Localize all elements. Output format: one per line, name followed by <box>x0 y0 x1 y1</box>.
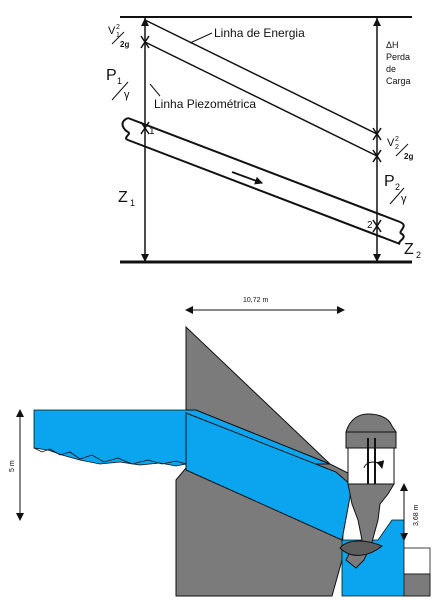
penstock-channel <box>185 412 353 541</box>
head-loss-label-2: de <box>386 64 396 74</box>
pressure-head-2-slash <box>389 187 405 205</box>
elevation-1-z: Z <box>118 189 128 206</box>
pipe-break-right <box>398 221 405 245</box>
velocity-head-1-slash <box>111 31 125 45</box>
velocity-head-1-v: V <box>108 25 116 37</box>
piezometric-line <box>144 41 378 157</box>
pressure-head-2: P 2 γ <box>384 173 407 205</box>
arrow-top-right <box>373 18 381 26</box>
section-1-label: 1 <box>149 126 155 137</box>
pressure-head-2-p: P <box>384 173 395 190</box>
bernoulli-diagram: Linha de Energia Linha Piezométrica ΔH P… <box>106 16 421 264</box>
tick-pipe-2 <box>372 219 382 233</box>
pipe-body <box>127 117 401 245</box>
velocity-head-2-sub: 2 <box>395 144 399 151</box>
turbine-chamber <box>347 447 395 485</box>
energy-line-label: Linha de Energia <box>214 26 305 40</box>
velocity-head-1-sup: 2 <box>116 24 120 31</box>
elevation-1-sub: 1 <box>130 198 135 208</box>
velocity-head-1-sub: 1 <box>116 32 120 39</box>
velocity-head-1-den: 2g <box>120 40 129 49</box>
elevation-1: Z 1 <box>118 189 135 208</box>
arrow-top-left <box>141 18 149 26</box>
piezometric-line-label: Linha Piezométrica <box>154 97 256 111</box>
pressure-head-2-den: γ <box>401 193 407 205</box>
velocity-head-2-v: V <box>387 137 395 149</box>
velocity-head-2-sup: 2 <box>395 136 399 143</box>
generator-cap <box>345 413 397 433</box>
velocity-head-2: V 2 2 2g <box>387 136 413 161</box>
elevation-2: Z 2 <box>404 241 421 260</box>
head-loss-label-1: Perda <box>386 52 410 62</box>
pressure-head-1-sub: 1 <box>117 76 122 86</box>
generator-body <box>345 431 397 449</box>
velocity-head-2-slash <box>395 143 409 157</box>
turbine-blade <box>339 540 383 556</box>
head-loss-symbol: ΔH <box>386 40 399 50</box>
arrow-bottom-right <box>373 254 381 262</box>
reservoir-bottom-edge <box>33 447 187 465</box>
dam-diagram: 10,72 m 5 m 3,68 m <box>9 297 431 597</box>
flow-arrow <box>231 171 263 185</box>
section-2-label: 2 <box>367 220 373 231</box>
dimension-left-label: 5 m <box>9 460 16 472</box>
pipe-break-left <box>121 117 130 141</box>
pressure-head-1-den: γ <box>124 89 130 101</box>
elevation-2-sub: 2 <box>416 250 421 260</box>
tailwater-step <box>403 547 431 575</box>
head-loss-label-3: Carga <box>386 76 411 86</box>
dimension-right-label: 3,68 m <box>413 504 420 526</box>
elevation-2-z: Z <box>404 241 414 258</box>
arrow-bottom-left <box>141 254 149 262</box>
pressure-head-1-p: P <box>106 67 117 84</box>
velocity-head-2-den: 2g <box>404 152 413 161</box>
velocity-head-1: V 2 1 2g <box>108 24 129 49</box>
piezo-leader <box>149 83 161 97</box>
pressure-head-1: P 1 γ <box>106 67 130 101</box>
energy-leader <box>189 32 213 44</box>
dimension-horizontal-label: 10,72 m <box>243 297 268 304</box>
energy-line <box>144 19 378 135</box>
tailwater-base <box>403 573 431 597</box>
pressure-head-1-slash <box>111 81 129 101</box>
dam-upper <box>185 325 331 465</box>
rotation-arrow-icon <box>363 460 385 469</box>
pressure-head-2-sub: 2 <box>395 182 400 192</box>
